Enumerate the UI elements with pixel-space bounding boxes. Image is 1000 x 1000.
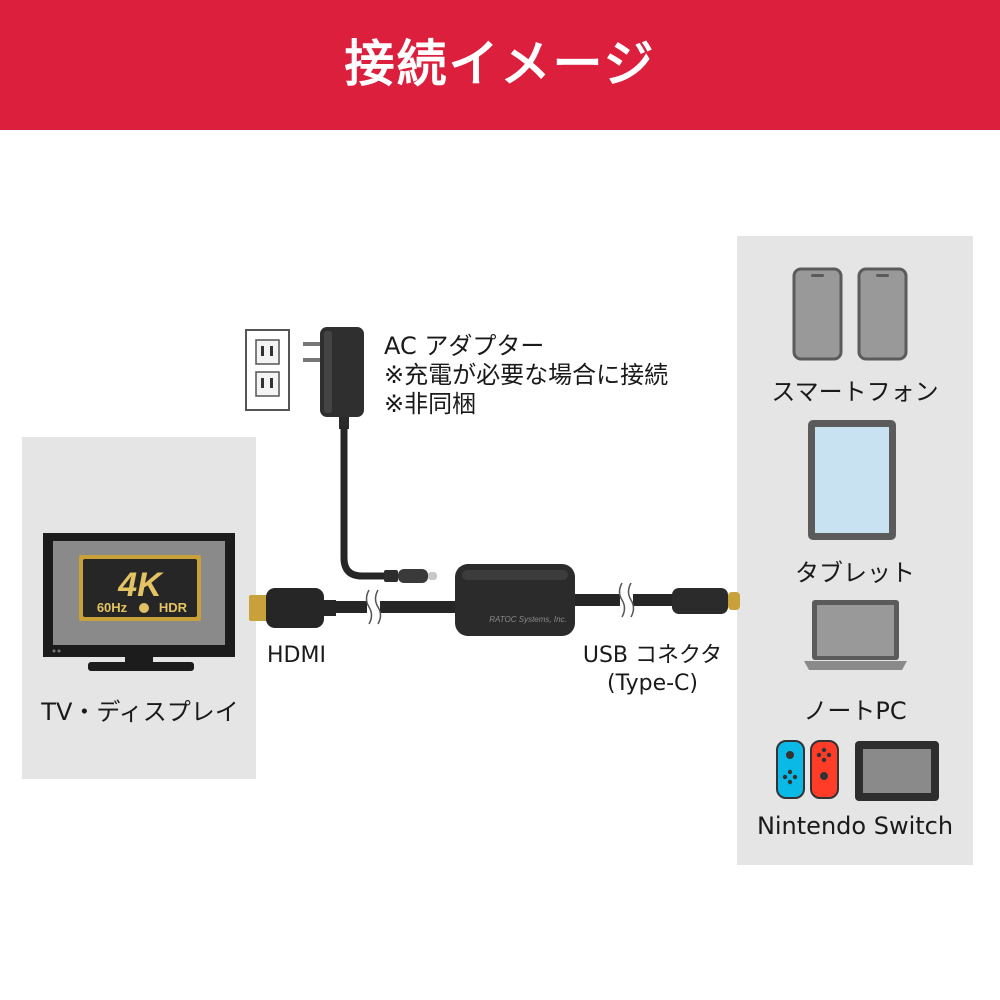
hdmi-label: HDMI (267, 643, 326, 668)
usb-c-device-plug-icon (672, 588, 740, 614)
joycon-left-icon (776, 740, 805, 799)
converter-brand-logo: RATOC Systems, Inc. (489, 615, 567, 624)
cable-break-left-icon (365, 589, 382, 625)
header-banner: 接続イメージ (0, 0, 1000, 130)
usb-c-plug-icon (384, 569, 437, 583)
ac-adapter-icon (303, 327, 364, 429)
smartphone-label: スマートフォン (771, 378, 939, 406)
notebook-label: ノートPC (803, 697, 907, 725)
ac-adapter-label: AC アダプター (384, 332, 545, 360)
tv-60hz-badge: 60Hz (97, 600, 128, 615)
tablet-label: タブレット (795, 559, 915, 587)
laptop-icon (804, 600, 907, 670)
cable-break-right-icon (618, 582, 635, 618)
usb-connector-label: USB コネクタ (582, 643, 723, 668)
joycon-right-icon (810, 740, 839, 799)
wall-outlet-icon (245, 329, 290, 411)
nintendo-switch-label: Nintendo Switch (756, 812, 954, 840)
usb-type-label: (Type-C) (607, 671, 698, 696)
ac-adapter-note-charging: ※充電が必要な場合に接続 (384, 361, 669, 389)
tv-display-label: TV・ディスプレイ (41, 698, 239, 726)
converter-box-icon (455, 564, 575, 636)
tv-hdr-badge: HDR (159, 600, 188, 615)
tv-4k-badge: 4K (117, 566, 164, 604)
hdr-dot-icon (139, 603, 149, 613)
tv-icon (43, 533, 235, 671)
ac-adapter-note-not-included: ※非同梱 (384, 390, 477, 418)
page-title: 接続イメージ (344, 35, 656, 93)
tablet-icon (808, 420, 896, 540)
hdmi-plug-icon (249, 588, 336, 628)
switch-console-icon (855, 741, 939, 801)
smartphone-icon (792, 267, 908, 361)
